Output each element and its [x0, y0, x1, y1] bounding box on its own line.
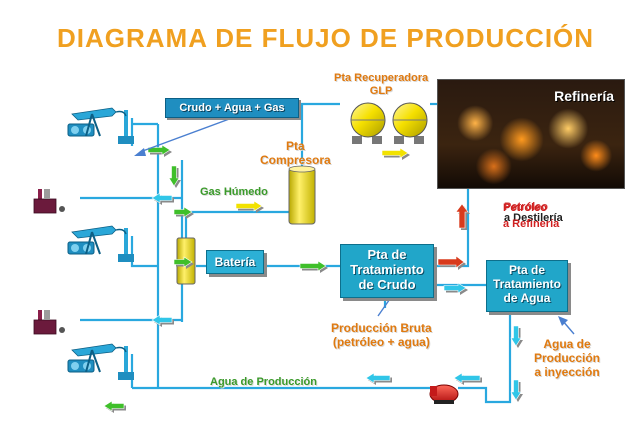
- refinery-label: Refinería: [554, 88, 614, 104]
- gas-sphere-icon: [392, 102, 428, 144]
- arrow-cyan: [510, 325, 523, 348]
- arrow-green: [173, 206, 194, 219]
- produccion-bruta-label: Producción Bruta (petróleo + agua): [331, 321, 432, 350]
- pipe-well1: [130, 118, 158, 146]
- pipe-agua-down: [458, 310, 512, 404]
- arrow-green: [168, 165, 181, 188]
- agua-inyeccion-line1: Agua de: [543, 337, 591, 351]
- arrow-green: [147, 144, 172, 157]
- bateria-label: Batería: [214, 255, 256, 269]
- pta-tratamiento-crudo-box: Pta de Tratamiento de Crudo: [340, 244, 434, 298]
- agua-inyeccion-line2: Producción: [534, 350, 601, 365]
- pta-agua-line1: Pta de: [508, 263, 545, 277]
- pta-crudo-line2: Tratamiento: [350, 261, 424, 277]
- agua-inyeccion-line3: a inyección: [534, 364, 600, 379]
- arrow-green: [173, 256, 194, 269]
- pumpjack-icon: [67, 225, 134, 262]
- arrow-cyan: [510, 379, 523, 402]
- pta-agua-line3: de Agua: [503, 290, 551, 305]
- petroleo-line1: Petróleo: [503, 202, 548, 214]
- pta-agua-line2: Tratamiento: [492, 276, 561, 291]
- arrow-red: [437, 255, 466, 270]
- arrow-green: [103, 400, 126, 413]
- pipe-gas: [184, 210, 290, 238]
- bateria-box: Batería: [206, 250, 264, 274]
- arrow-cyan: [151, 192, 174, 205]
- arrow-red: [455, 203, 470, 230]
- pumpjack-icon: [67, 343, 134, 380]
- pta-recuperadora-label: Pta Recuperadora GLP: [334, 72, 428, 97]
- callout-crudo-leader: [139, 117, 233, 153]
- produccion-bruta-line2: (petróleo + agua): [332, 334, 430, 349]
- water-pump-icon: [429, 384, 459, 404]
- arrow-yellow: [381, 147, 410, 160]
- pta-tratamiento-agua-box: Pta de Tratamiento de Agua: [486, 260, 568, 312]
- refinery-photo: Refinería: [437, 79, 625, 189]
- callout-agua-tip: [558, 316, 568, 326]
- agua-inyeccion-label: Agua de Producción a inyección: [534, 337, 601, 379]
- pta-crudo-line1: Pta de: [367, 247, 407, 262]
- petroleo-refineria: a Refinería: [503, 218, 560, 231]
- arrow-green: [299, 260, 328, 273]
- petroleo-label: Petróleo Petróleo a Destilería a Refiner…: [503, 201, 563, 231]
- pipe-comp-up: [300, 102, 340, 168]
- diagram-title: DIAGRAMA DE FLUJO DE PRODUCCIÓN: [57, 23, 595, 53]
- pumpjack-icon: [67, 107, 134, 144]
- arrow-cyan: [365, 372, 392, 385]
- compressor-tank-icon: [288, 165, 316, 225]
- petroleo-destileria: a Destilería: [504, 212, 563, 225]
- crudo-agua-gas-label: Crudo + Agua + Gas: [165, 98, 299, 118]
- gas-humedo-label: Gas Húmedo: [200, 186, 268, 198]
- injection-well-icon: [33, 189, 65, 214]
- arrow-cyan: [151, 314, 174, 327]
- arrow-cyan: [453, 372, 482, 385]
- pta-compresora-label: Pta Compresora: [260, 139, 331, 168]
- arrow-yellow: [235, 200, 264, 213]
- injection-well-icon: [33, 310, 65, 335]
- pta-crudo-line3: de Crudo: [358, 276, 416, 292]
- petroleo-line1-shadow: Petróleo: [504, 201, 549, 214]
- pta-recuperadora-line1: Pta Recuperadora: [334, 72, 429, 84]
- produccion-bruta-line1: Producción Bruta: [331, 321, 432, 335]
- agua-produccion-label: Agua de Producción: [210, 376, 317, 388]
- callout-crudo-tip: [134, 148, 146, 156]
- pta-compresora-line1: Pta: [286, 139, 305, 153]
- pta-recuperadora-line2: GLP: [369, 84, 393, 97]
- pipe-well2: [130, 236, 158, 268]
- pta-compresora-line2: Compresora: [260, 152, 331, 167]
- gas-sphere-icon: [350, 102, 386, 144]
- arrow-cyan: [443, 282, 468, 295]
